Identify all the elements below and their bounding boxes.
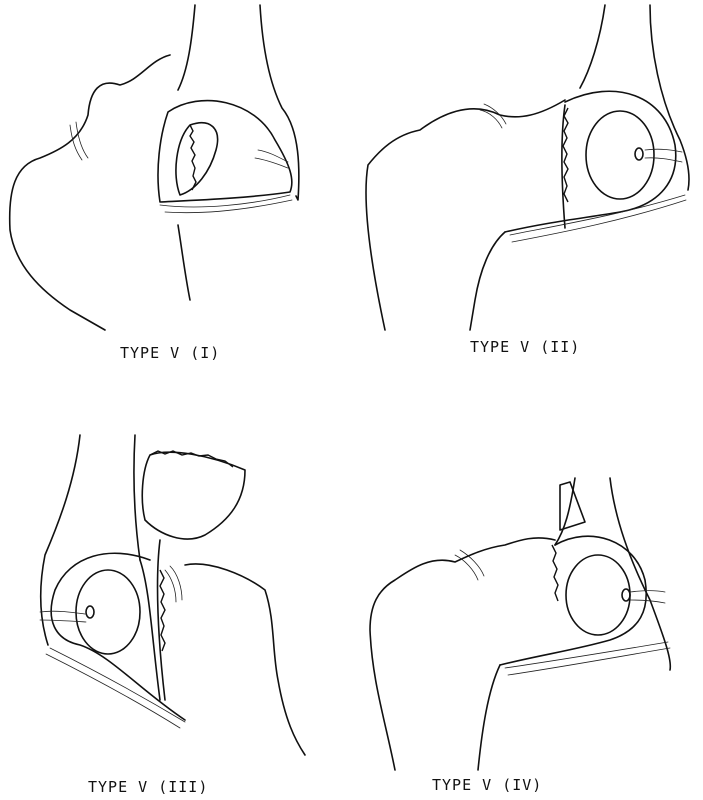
fracture-line — [160, 570, 165, 651]
panel-2-caption: TYPE V (II) — [470, 338, 580, 356]
femur-lower-contour — [178, 225, 190, 300]
pelvis-outline — [41, 435, 140, 645]
femur-outline — [10, 55, 170, 330]
panel-type-v-1: TYPE V (I) — [10, 5, 299, 362]
trochanter-shading — [70, 122, 88, 160]
capsule-shading — [165, 566, 182, 602]
panel-type-v-2: TYPE V (II) — [366, 5, 689, 356]
fracture-line — [190, 125, 196, 190]
fracture-line — [552, 545, 558, 601]
panel-type-v-3: TYPE V (III) — [40, 435, 305, 796]
ligament-teres-stub — [635, 148, 643, 160]
ligament-lines — [510, 149, 686, 242]
pelvis-outline — [555, 478, 670, 670]
pelvis-outline — [580, 5, 689, 190]
displaced-fragment — [560, 482, 585, 530]
femoral-head — [566, 555, 630, 635]
panel-4-caption: TYPE V (IV) — [432, 776, 542, 794]
femur-outline — [370, 538, 555, 770]
pelvis-outline — [178, 5, 299, 200]
fragment-fracture-edge — [150, 451, 233, 467]
ligament-lines — [160, 150, 292, 213]
femur-outline — [366, 100, 565, 330]
ligament-teres-stub — [86, 606, 94, 618]
femoral-head-fragment — [176, 123, 218, 195]
femoral-head — [586, 111, 654, 199]
panel-3-caption: TYPE V (III) — [88, 778, 208, 796]
capsule-shading — [455, 550, 484, 580]
panel-type-v-4: TYPE V (IV) — [370, 478, 670, 794]
femur-outline — [140, 540, 305, 755]
panel-1-caption: TYPE V (I) — [120, 344, 220, 362]
ligament-teres-stub — [622, 589, 630, 601]
